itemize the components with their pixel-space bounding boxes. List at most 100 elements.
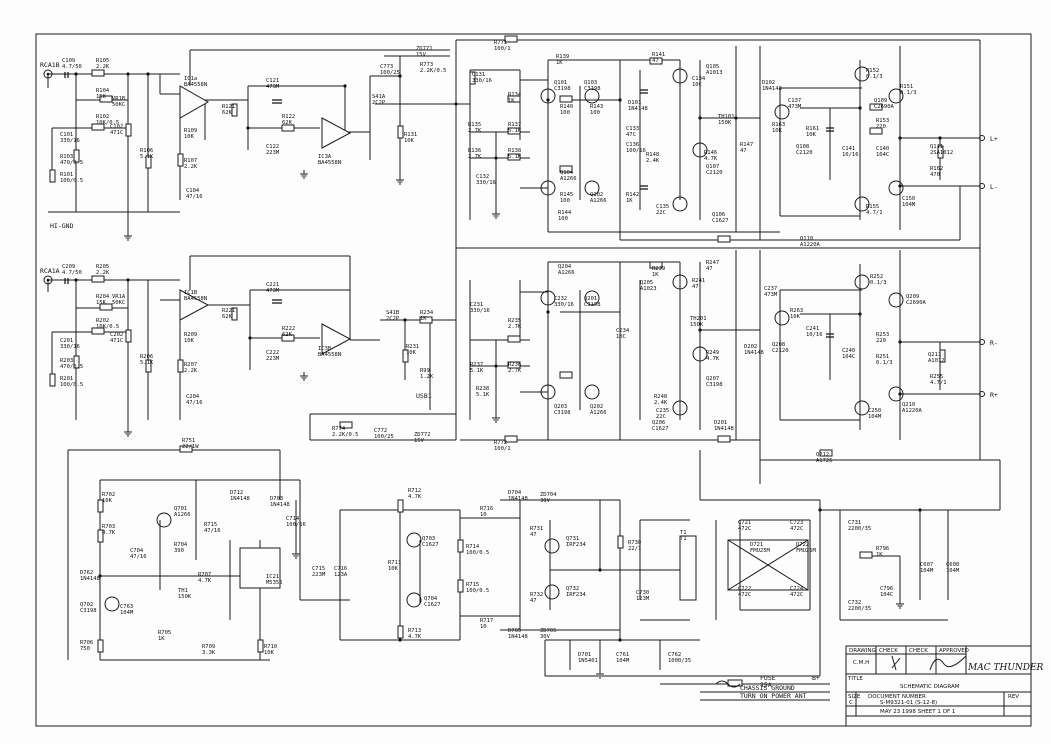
- component-value-c140: 104C: [876, 152, 889, 158]
- component-value-r255: 4.7/1: [930, 380, 947, 386]
- component-ref-r712: R712: [408, 488, 421, 494]
- component-value-c234: 10C: [616, 334, 626, 340]
- component-value-c231: 330/16: [470, 308, 490, 314]
- component-value-q202: A1266: [590, 410, 607, 416]
- component-value-r751: 22/1W: [182, 444, 199, 450]
- component-ref-q201: Q201: [584, 296, 597, 302]
- component-value-r144: 100: [558, 216, 568, 222]
- output-label-r-minus: R-: [990, 339, 998, 347]
- component-value-c136: 100/16: [626, 148, 646, 154]
- component-ref-r144: R144: [558, 210, 572, 216]
- component-ref-c222: C222: [266, 350, 279, 356]
- component-ref-r774: R774: [332, 426, 346, 432]
- component-ref-r715: R715: [466, 582, 479, 588]
- ic21-block: [239, 547, 281, 589]
- turn-on-label: TURN ON POWER ANT: [740, 692, 807, 700]
- component-ref-r249: R249: [706, 350, 719, 356]
- fuse-symbol: [715, 680, 741, 688]
- component-ref-r146: R146: [704, 150, 717, 156]
- component-value-zd771: 15V: [416, 52, 427, 58]
- component-ref-d101: D101: [628, 100, 641, 106]
- component-value-c731: 2200/35: [848, 526, 871, 532]
- component-value-ic3a: BA4558N: [318, 160, 341, 166]
- component-value-r206: 5.1K: [140, 360, 154, 366]
- usb1-label: USB1: [416, 392, 432, 400]
- component-ref-d102: D102: [762, 80, 775, 86]
- component-ref-r109: R109: [184, 128, 197, 134]
- component-value-q102: A1266: [590, 198, 607, 204]
- signature-mark: [891, 655, 967, 671]
- component-ref-r716: R716: [480, 506, 493, 512]
- component-value-t1: T1: [680, 536, 687, 542]
- component-value-zd705: 30V: [540, 634, 551, 640]
- transistor-symbols: [104, 66, 904, 612]
- component-ref-r239: R239: [652, 266, 665, 272]
- component-value-q731: IRF234: [566, 542, 587, 548]
- component-ref-q105: Q105: [706, 64, 719, 70]
- component-ref-r771: R771: [494, 40, 507, 46]
- component-ref-r706: R706: [80, 640, 93, 646]
- component-ref-c133: C133: [626, 126, 639, 132]
- component-value-th1: 150K: [178, 594, 192, 600]
- component-value-r107: 2.2K: [184, 164, 198, 170]
- component-value-d201: 1N4148: [714, 426, 734, 432]
- component-ref-c731: C731: [848, 520, 861, 526]
- component-ref-q103: Q103: [584, 80, 597, 86]
- component-ref-r151: R151: [900, 84, 913, 90]
- component-ref-r104: R104: [96, 88, 110, 94]
- component-ref-r252: R252: [870, 274, 883, 280]
- component-ref-c101: C101: [60, 132, 73, 138]
- component-ref-c234: C234: [616, 328, 630, 334]
- component-ref-r163: R163: [772, 122, 785, 128]
- lower-channel-labels: C2094.7/50R2052.2KR20415KR20210K/0.5C201…: [60, 260, 947, 464]
- tb-brand: MAC THUNDER: [967, 663, 1044, 673]
- input-label-rca1a: RCA1A: [40, 267, 60, 275]
- component-ref-c722: C722: [738, 586, 751, 592]
- component-ref-r155: R155: [866, 204, 879, 210]
- component-value-r103: 470/0.5: [60, 160, 83, 166]
- component-value-q203: C3198: [554, 410, 571, 416]
- component-ref-r106: R106: [140, 148, 153, 154]
- chassis-ground-label: CHASSIS GROUND: [740, 684, 795, 692]
- output-label-l-plus: L+: [990, 135, 998, 143]
- component-value-q702: C3198: [80, 608, 97, 614]
- component-value-r146: 4.7K: [704, 156, 718, 162]
- component-value-c240: 104C: [842, 354, 855, 360]
- component-ref-r241: R241: [692, 278, 705, 284]
- component-ref-zd771: ZD771: [416, 46, 433, 52]
- component-value-r709: 3.3K: [202, 650, 216, 656]
- component-ref-r148: R148: [646, 152, 659, 158]
- component-value-q104: A1266: [560, 176, 577, 182]
- component-ref-ic3b: IC3B: [318, 346, 332, 352]
- component-value-q704: C1627: [424, 602, 441, 608]
- component-value-d721: FMU25M: [750, 548, 771, 554]
- component-value-s41b: 2C2P: [386, 316, 400, 322]
- component-value-c722: 472C: [738, 592, 751, 598]
- component-value-r101: 100/0.5: [60, 178, 83, 184]
- component-ref-r705: R705: [158, 630, 171, 636]
- component-ref-r103: R103: [60, 154, 73, 160]
- component-ref-r234: R234: [420, 310, 434, 316]
- input-label-rca1b: RCA1B: [40, 61, 60, 69]
- component-ref-r238: R238: [476, 386, 489, 392]
- output-label-r-plus: R+: [990, 391, 998, 399]
- component-value-r151: 0.1/3: [900, 90, 917, 96]
- component-value-c137: 473M: [788, 104, 802, 110]
- component-ref-q209: Q209: [906, 294, 919, 300]
- component-value-q206: C1627: [652, 426, 669, 432]
- opamp-ic3b: [321, 323, 352, 355]
- component-value-r204: 15K: [96, 300, 107, 306]
- component-ref-c202: C202: [110, 332, 123, 338]
- component-ref-r204: R204: [96, 294, 110, 300]
- component-value-d703: 1N4148: [270, 502, 290, 508]
- tb-size-label: SIZE: [848, 694, 861, 700]
- component-value-r222: 62K: [282, 332, 293, 338]
- component-value-q208: C2120: [772, 348, 789, 354]
- component-value-r121: 62K: [222, 110, 233, 116]
- component-ref-r253: R253: [876, 332, 889, 338]
- component-value-q207: C3198: [706, 382, 723, 388]
- title-block: DRAWING CHECK CHECK APPROVED C.M.H MAC T…: [845, 645, 1044, 727]
- output-label-l-minus: L-: [990, 183, 998, 191]
